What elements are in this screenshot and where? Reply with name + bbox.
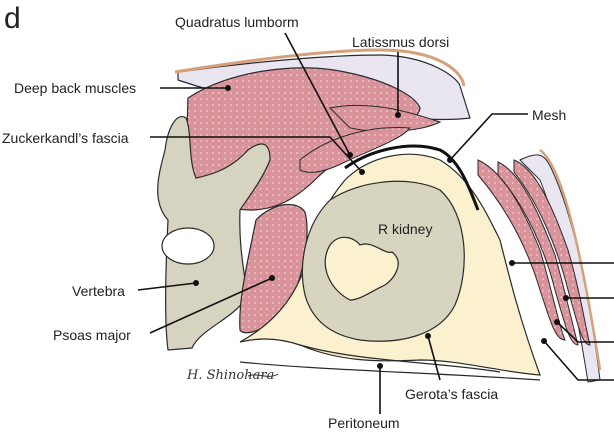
leader-gerota-dot: [425, 333, 431, 339]
leader-mesh-dot: [447, 157, 453, 163]
skin-outline: [174, 48, 466, 87]
leader-vertebra-dot: [193, 280, 199, 286]
leader-psoas-dot: [269, 275, 275, 281]
label-vertebra: Vertebra: [72, 283, 125, 299]
label-r-kidney: R kidney: [378, 221, 432, 237]
label-mesh: Mesh: [532, 107, 566, 123]
quadratus-lumborum-muscle: [299, 127, 411, 173]
leader-wall-4-dot: [541, 338, 547, 344]
artist-signature: H. Shinohara: [186, 368, 274, 383]
leader-quadratus: [284, 32, 351, 156]
label-gerota-fascia: Gerota’s fascia: [405, 386, 498, 402]
abdominal-muscle-2: [497, 161, 579, 346]
signature-underline: [247, 373, 279, 377]
leader-wall-2-dot: [563, 295, 569, 301]
leader-zuckerkandl-dot: [359, 169, 365, 175]
label-latissimus-dorsi: Latissmus dorsi: [352, 34, 449, 50]
leader-wall-1-dot: [509, 260, 515, 266]
peritoneum-line: [239, 361, 541, 381]
leader-peritoneum-dot: [377, 363, 383, 369]
label-deep-back-muscles: Deep back muscles: [14, 80, 136, 96]
leader-deep-back-dot: [225, 85, 231, 91]
panel-letter: d: [4, 2, 21, 35]
renal-sinus: [324, 236, 399, 301]
leader-zuckerkandl: [150, 136, 363, 173]
leader-wall-3: [556, 321, 614, 343]
mesh: [344, 144, 480, 211]
abdominal-muscle-1: [477, 159, 566, 341]
spinal-canal: [161, 227, 215, 265]
label-peritoneum: Peritoneum: [328, 415, 400, 429]
leader-psoas: [149, 277, 273, 334]
label-zuckerkandl-fascia: Zuckerkandl’s fascia: [2, 130, 129, 146]
label-quadratus-lumborum: Quadratus lumborm: [175, 14, 299, 30]
leader-latissimus-dot: [395, 112, 401, 118]
right-wall-skin-edge: [539, 149, 602, 371]
leader-vertebra: [137, 282, 197, 291]
leader-wall-3-dot: [554, 319, 560, 325]
leader-gerota: [427, 335, 441, 381]
gerota-fascia-line: [299, 344, 501, 373]
leader-wall-4: [543, 340, 614, 381]
label-psoas-major: Psoas major: [53, 327, 131, 343]
leader-mesh: [449, 113, 528, 161]
